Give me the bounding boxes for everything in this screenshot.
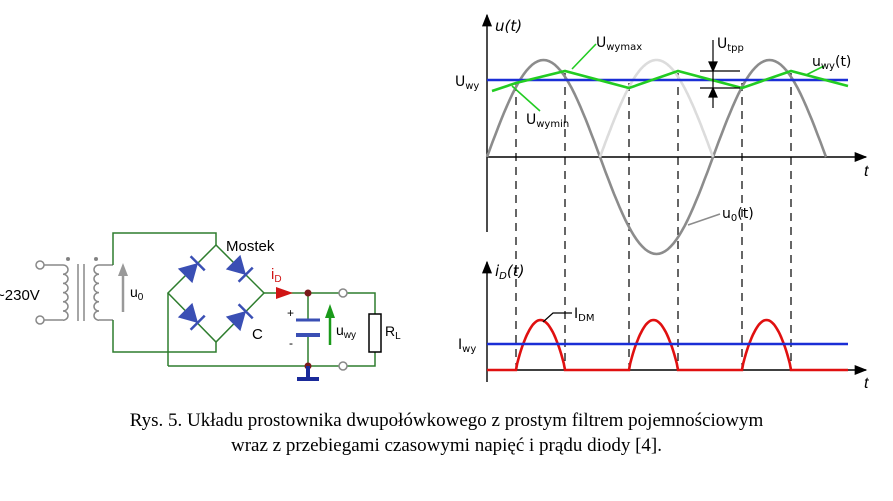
source-voltage-label: ~230V [0,287,40,304]
output-terminal-top [338,288,348,298]
bridge-label: Mostek [226,238,275,255]
diode-current-arrow [276,287,293,299]
diode-top-right [225,254,254,283]
current-y-axis-label: iD(t) [495,262,524,282]
rectifier-figure: ~230V u0 [0,13,869,392]
caption-line-2: wraz z przebiegami czasowymi napięć i pr… [230,435,663,456]
output-voltage-label: uwy [336,322,356,341]
uwy-t-leader [805,65,825,76]
ground-symbol [297,366,319,381]
source-terminal-bottom [35,315,45,325]
current-plot: iD(t) t Iwy IDM [458,260,869,392]
uwymin-leader [511,85,541,112]
diode-current-wave [487,318,848,372]
diode-top-left [177,255,206,284]
caption-line-1: Rys. 5. Układu prostownika dwupołówkoweg… [129,410,764,431]
filter-capacitor: + - [287,306,320,350]
transformer-symbol [62,256,100,321]
current-x-axis-label: t [864,375,869,392]
idm-leader [542,312,572,323]
diode-bottom-right [225,303,254,332]
idm-label: IDM [574,306,594,324]
diode-bottom-left [177,302,206,331]
u0-label: u0 [130,284,144,303]
voltage-plot: u(t) t Uwy Uwymax Uwymin Utpp uwy(t) u0(… [455,13,869,370]
u0-t-label: u0(t) [722,206,754,224]
load-resistor [368,313,382,353]
source-terminal-top [35,260,45,270]
output-ripple-wave [491,69,849,93]
voltage-x-axis-label: t [864,163,869,180]
iwy-level-label: Iwy [458,337,476,355]
bridge-diodes [177,254,254,332]
input-sine-wave [485,58,828,256]
uwy-level-label: Uwy [455,74,479,92]
junction-dot-top [304,289,312,297]
voltage-y-axis-label: u(t) [495,17,522,35]
utpp-label: Utpp [717,36,744,54]
uwymax-label: Uwymax [596,35,642,53]
u0-t-leader [687,213,721,226]
uwymax-leader [571,43,597,70]
uwy-t-label: uwy(t) [812,54,851,72]
capacitor-name-label: C [252,326,263,343]
ripple-amplitude-marker [700,40,740,108]
rectifier-circuit: ~230V u0 [0,232,401,381]
rectified-half-wave [598,58,715,158]
capacitor-plus-sign: + [287,306,294,320]
diode-current-label: iD [271,266,282,285]
uwymin-label: Uwymin [526,112,569,130]
figure-caption: Rys. 5. Układu prostownika dwupołówkoweg… [0,408,893,458]
circuit-wiring [112,232,376,367]
load-label: RL [385,323,401,342]
output-terminal-bottom [338,361,348,371]
capacitor-minus-sign: - [289,336,293,350]
